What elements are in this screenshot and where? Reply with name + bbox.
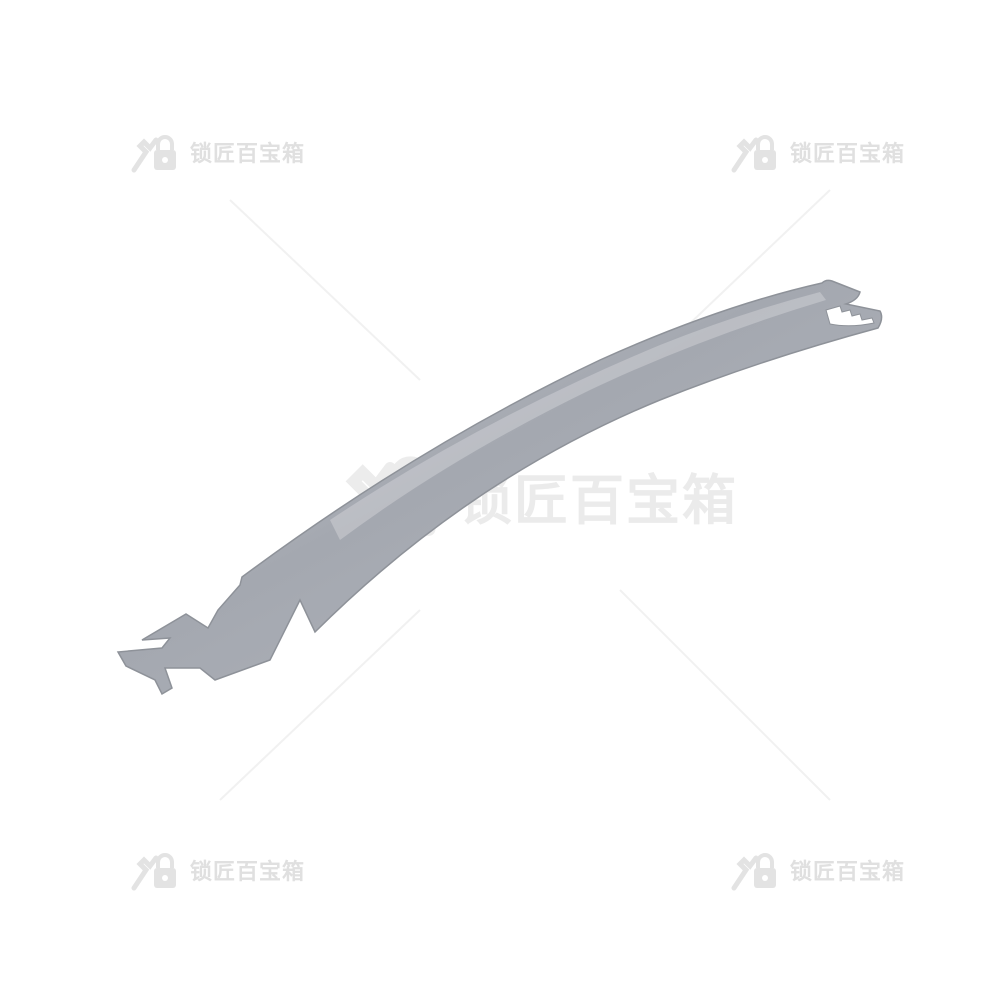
bg-line	[619, 589, 831, 801]
bg-line	[229, 199, 421, 381]
watermark-bottom-left: 锁匠百宝箱	[130, 848, 305, 892]
watermark-text: 锁匠百宝箱	[790, 142, 906, 167]
watermark-top-right: 锁匠百宝箱	[730, 130, 905, 174]
watermark-text: 锁匠百宝箱	[190, 142, 306, 167]
bg-line	[219, 609, 421, 801]
watermark-top-left: 锁匠百宝箱	[130, 130, 305, 174]
tool-body	[116, 279, 883, 696]
lock-wrench-logo-icon	[131, 135, 176, 173]
tool-serrated-notch	[825, 305, 875, 327]
lock-wrench-logo-icon	[731, 853, 776, 891]
lock-wrench-logo-icon	[731, 135, 776, 173]
watermark-text: 锁匠百宝箱	[790, 860, 906, 885]
watermark-bottom-right: 锁匠百宝箱	[730, 848, 905, 892]
lock-wrench-logo-icon	[131, 853, 176, 891]
watermark-text: 锁匠百宝箱	[190, 860, 306, 885]
